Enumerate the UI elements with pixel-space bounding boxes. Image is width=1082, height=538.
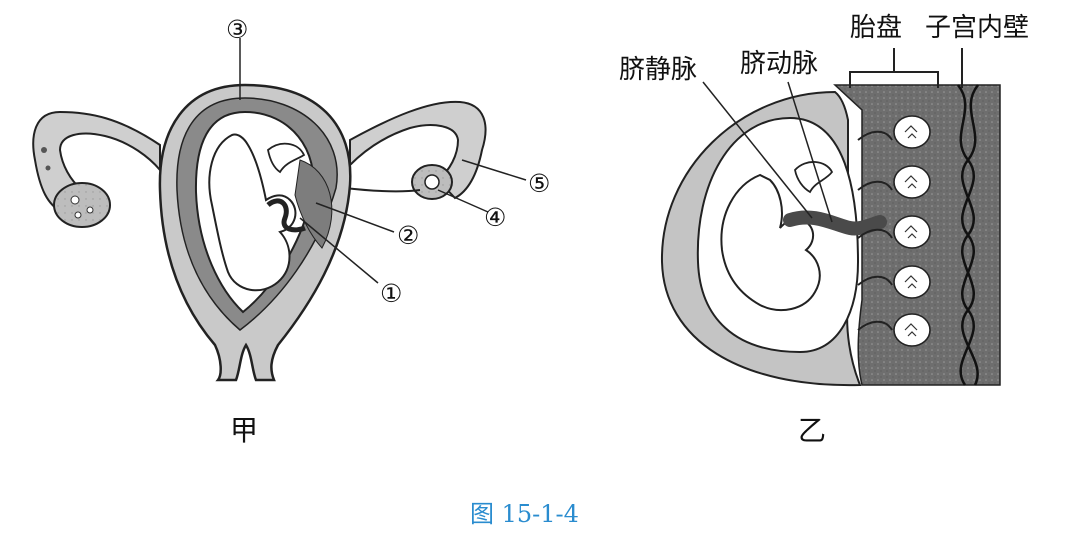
placenta-diagram: 脐静脉 脐动脉 胎盘 子宫内壁 乙 [619,13,1029,447]
marker-2: ② [397,221,419,250]
marker-3: ③ [226,15,248,44]
label-uterine-wall: 子宫内壁 [925,13,1029,43]
marker-5: ⑤ [528,169,550,198]
marker-4: ④ [484,203,506,232]
figure-b-label: 乙 [798,414,826,447]
uterus-diagram: ③ ① ② ④ ⑤ 甲 [33,15,550,447]
label-umbilical-vein: 脐静脉 [619,55,697,85]
label-placenta: 胎盘 [850,13,902,43]
marker-1: ① [380,279,402,308]
label-umbilical-artery: 脐动脉 [740,49,818,79]
figure-caption: 图 15-1-4 [470,500,579,528]
figure-a-label: 甲 [230,414,258,447]
